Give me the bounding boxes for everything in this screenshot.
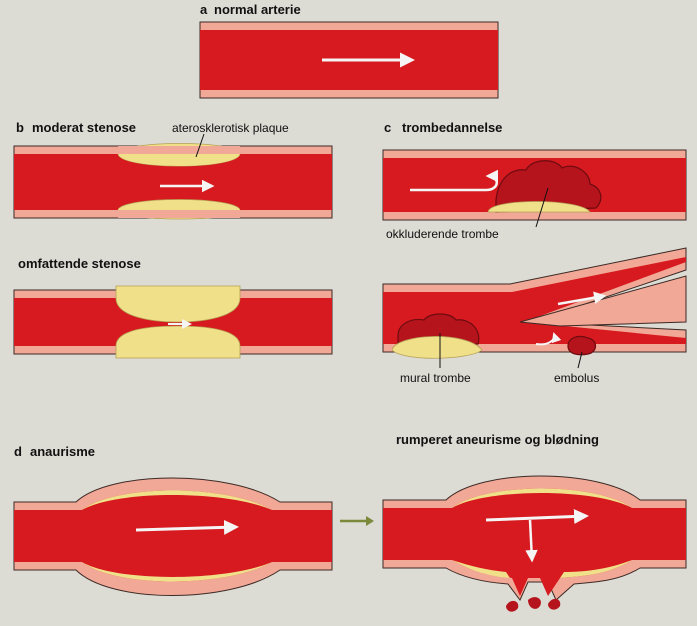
bleeding-drop [506,600,519,612]
occluding-pointer [535,187,549,228]
plaque-pointer [195,133,205,158]
plaque-under-thrombus [487,201,591,213]
mural-label: mural trombe [400,371,471,385]
mural-thrombus [397,313,480,345]
embolus-label: embolus [554,371,599,385]
panel-c-title: trombedannelse [402,120,502,135]
panel-d-letter: d [14,444,22,459]
flow-arrow-icon [485,508,589,524]
panel-b2-title: omfattende stenose [18,256,141,271]
labels: a normal arterie b moderat stenose atero… [14,2,599,459]
panel-a-letter: a [200,2,208,17]
plaque-under-mural [391,336,483,359]
panel-c-thrombus [382,149,687,228]
panel-b-extensive-stenosis [13,285,333,359]
u-turn-arrow-icon [535,332,562,346]
flow-arrow-icon [557,291,607,306]
panel-c-letter: c [384,120,391,135]
panel-a-normal-artery [199,21,499,99]
flow-arrow-icon [135,519,239,535]
bleeding-drop [548,598,561,610]
panel-c-bifurcation [382,247,687,369]
occluding-label: okkluderende trombe [386,227,499,241]
plaque-label: aterosklerotisk plaque [172,121,289,135]
flow-down-arrow-icon [525,519,538,563]
occluding-thrombus [495,160,602,213]
panel-d2-title: rumperet aneurisme og blødning [396,432,599,447]
embolus-pointer [577,351,583,369]
bleeding-drop [528,597,541,609]
panel-d-aneurysm [13,477,333,596]
panel-b-letter: b [16,120,24,135]
panel-b-title: moderat stenose [32,120,136,135]
panel-d-ruptured-aneurysm [382,475,687,612]
panel-d-title: anaurisme [30,444,95,459]
embolus [567,335,597,356]
panel-b-moderate-stenosis [13,133,333,220]
panel-a-title: normal arterie [214,2,301,17]
u-turn-arrow-icon [485,169,499,192]
